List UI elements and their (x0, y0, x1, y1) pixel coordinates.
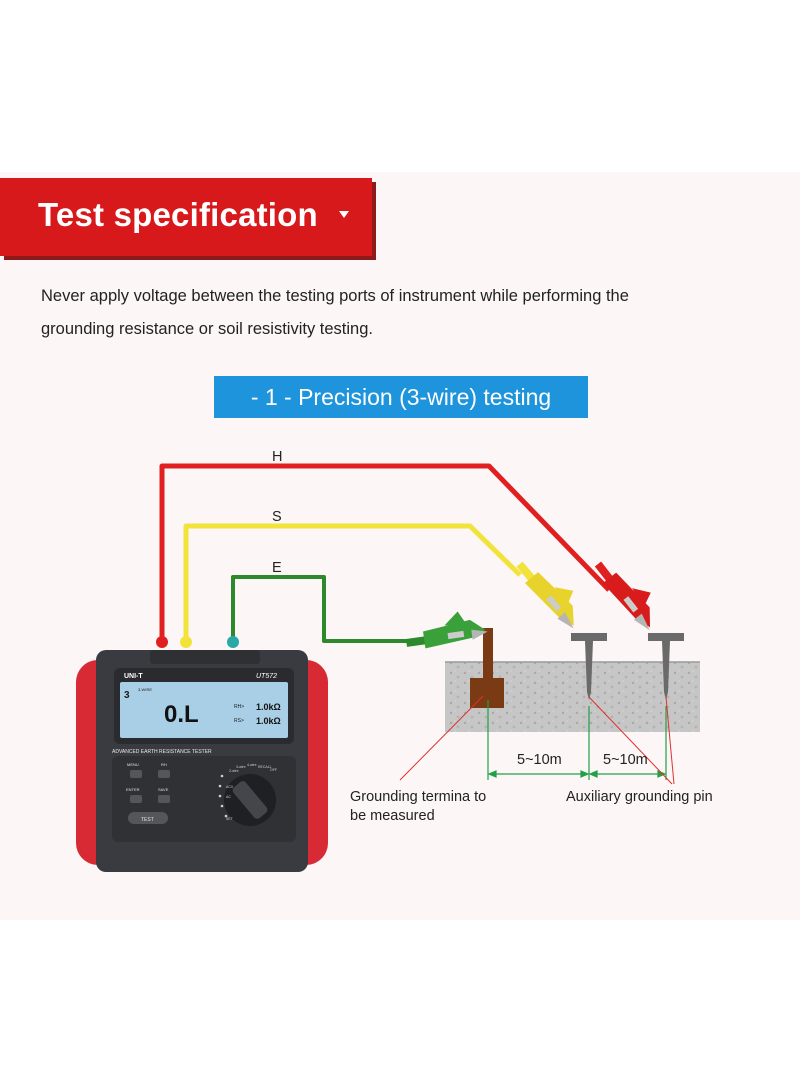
device-name: ADVANCED EARTH RESISTANCE TESTER (112, 749, 212, 755)
terminal-s (180, 636, 192, 648)
wire-label-s: S (272, 509, 282, 525)
wire-label-h: H (272, 449, 283, 465)
dropdown-arrow-icon (339, 211, 349, 218)
header-banner (0, 178, 372, 256)
crocodile-clip-icon (516, 561, 574, 629)
page-title: Test specification (38, 196, 318, 233)
crocodile-clip-icon (405, 611, 488, 649)
section-title: - 1 - Precision (3-wire) testing (214, 376, 588, 418)
save-button[interactable] (158, 795, 170, 803)
terminal-label-line-1: Grounding termina to (350, 789, 487, 805)
grounding-terminal (470, 628, 504, 708)
wire-label-e: E (272, 560, 282, 576)
wire-s (183, 523, 522, 640)
wire-e (231, 575, 412, 643)
dimension-lines (487, 700, 667, 780)
device-rh-label: RH> (234, 704, 244, 710)
earth-resistance-tester (76, 636, 328, 872)
warning-line-2: grounding resistance or soil resistivity… (41, 320, 373, 338)
enter-button[interactable] (130, 795, 142, 803)
device-mode-text: 3-WIRE (138, 687, 152, 692)
device-rs-value: 1.0kΩ (256, 716, 281, 726)
device-brand: UNI-T (124, 673, 143, 680)
dial-label: 2-wire (229, 769, 239, 773)
dial-label: 3-wire (236, 765, 246, 769)
menu-label: MENU (127, 762, 139, 767)
wire-h (159, 463, 611, 640)
device-rh-value: 1.0kΩ (256, 702, 281, 712)
terminal-h (156, 636, 168, 648)
dial-label: RECALL (258, 765, 272, 769)
terminal-e (227, 636, 239, 648)
test-button[interactable] (128, 812, 168, 824)
save-label: SAVE (158, 787, 169, 792)
warning-text: Never apply voltage between the testing … (41, 280, 761, 346)
pointer-lines (399, 695, 675, 785)
rh-label: RH (161, 762, 167, 767)
dial-label: AC (226, 795, 231, 799)
terminal-label-line-2: be measured (350, 808, 435, 824)
dial-label: ACV (226, 785, 234, 789)
distance-label-1: 5~10m (517, 752, 562, 768)
device-reading: 0.L (164, 701, 199, 728)
auxiliary-pin-h (648, 633, 684, 700)
enter-label: ENTER (126, 787, 140, 792)
dial-label: SET (226, 817, 234, 821)
auxiliary-pin-s (571, 633, 607, 700)
dial-label: OFF (270, 768, 277, 772)
aux-pin-label: Auxiliary grounding pin (566, 789, 713, 805)
dial-label: 4-wire (247, 763, 257, 767)
menu-button[interactable] (130, 770, 142, 778)
device-mode-digit: 3 (124, 690, 130, 701)
crocodile-clip-icon (594, 561, 651, 631)
test-label: TEST (141, 817, 154, 823)
warning-line-1: Never apply voltage between the testing … (41, 287, 629, 305)
lcd-screen (120, 682, 288, 738)
distance-label-2: 5~10m (603, 752, 648, 768)
rh-button[interactable] (158, 770, 170, 778)
device-model: UT572 (256, 673, 277, 680)
device-rs-label: RS> (234, 718, 244, 724)
